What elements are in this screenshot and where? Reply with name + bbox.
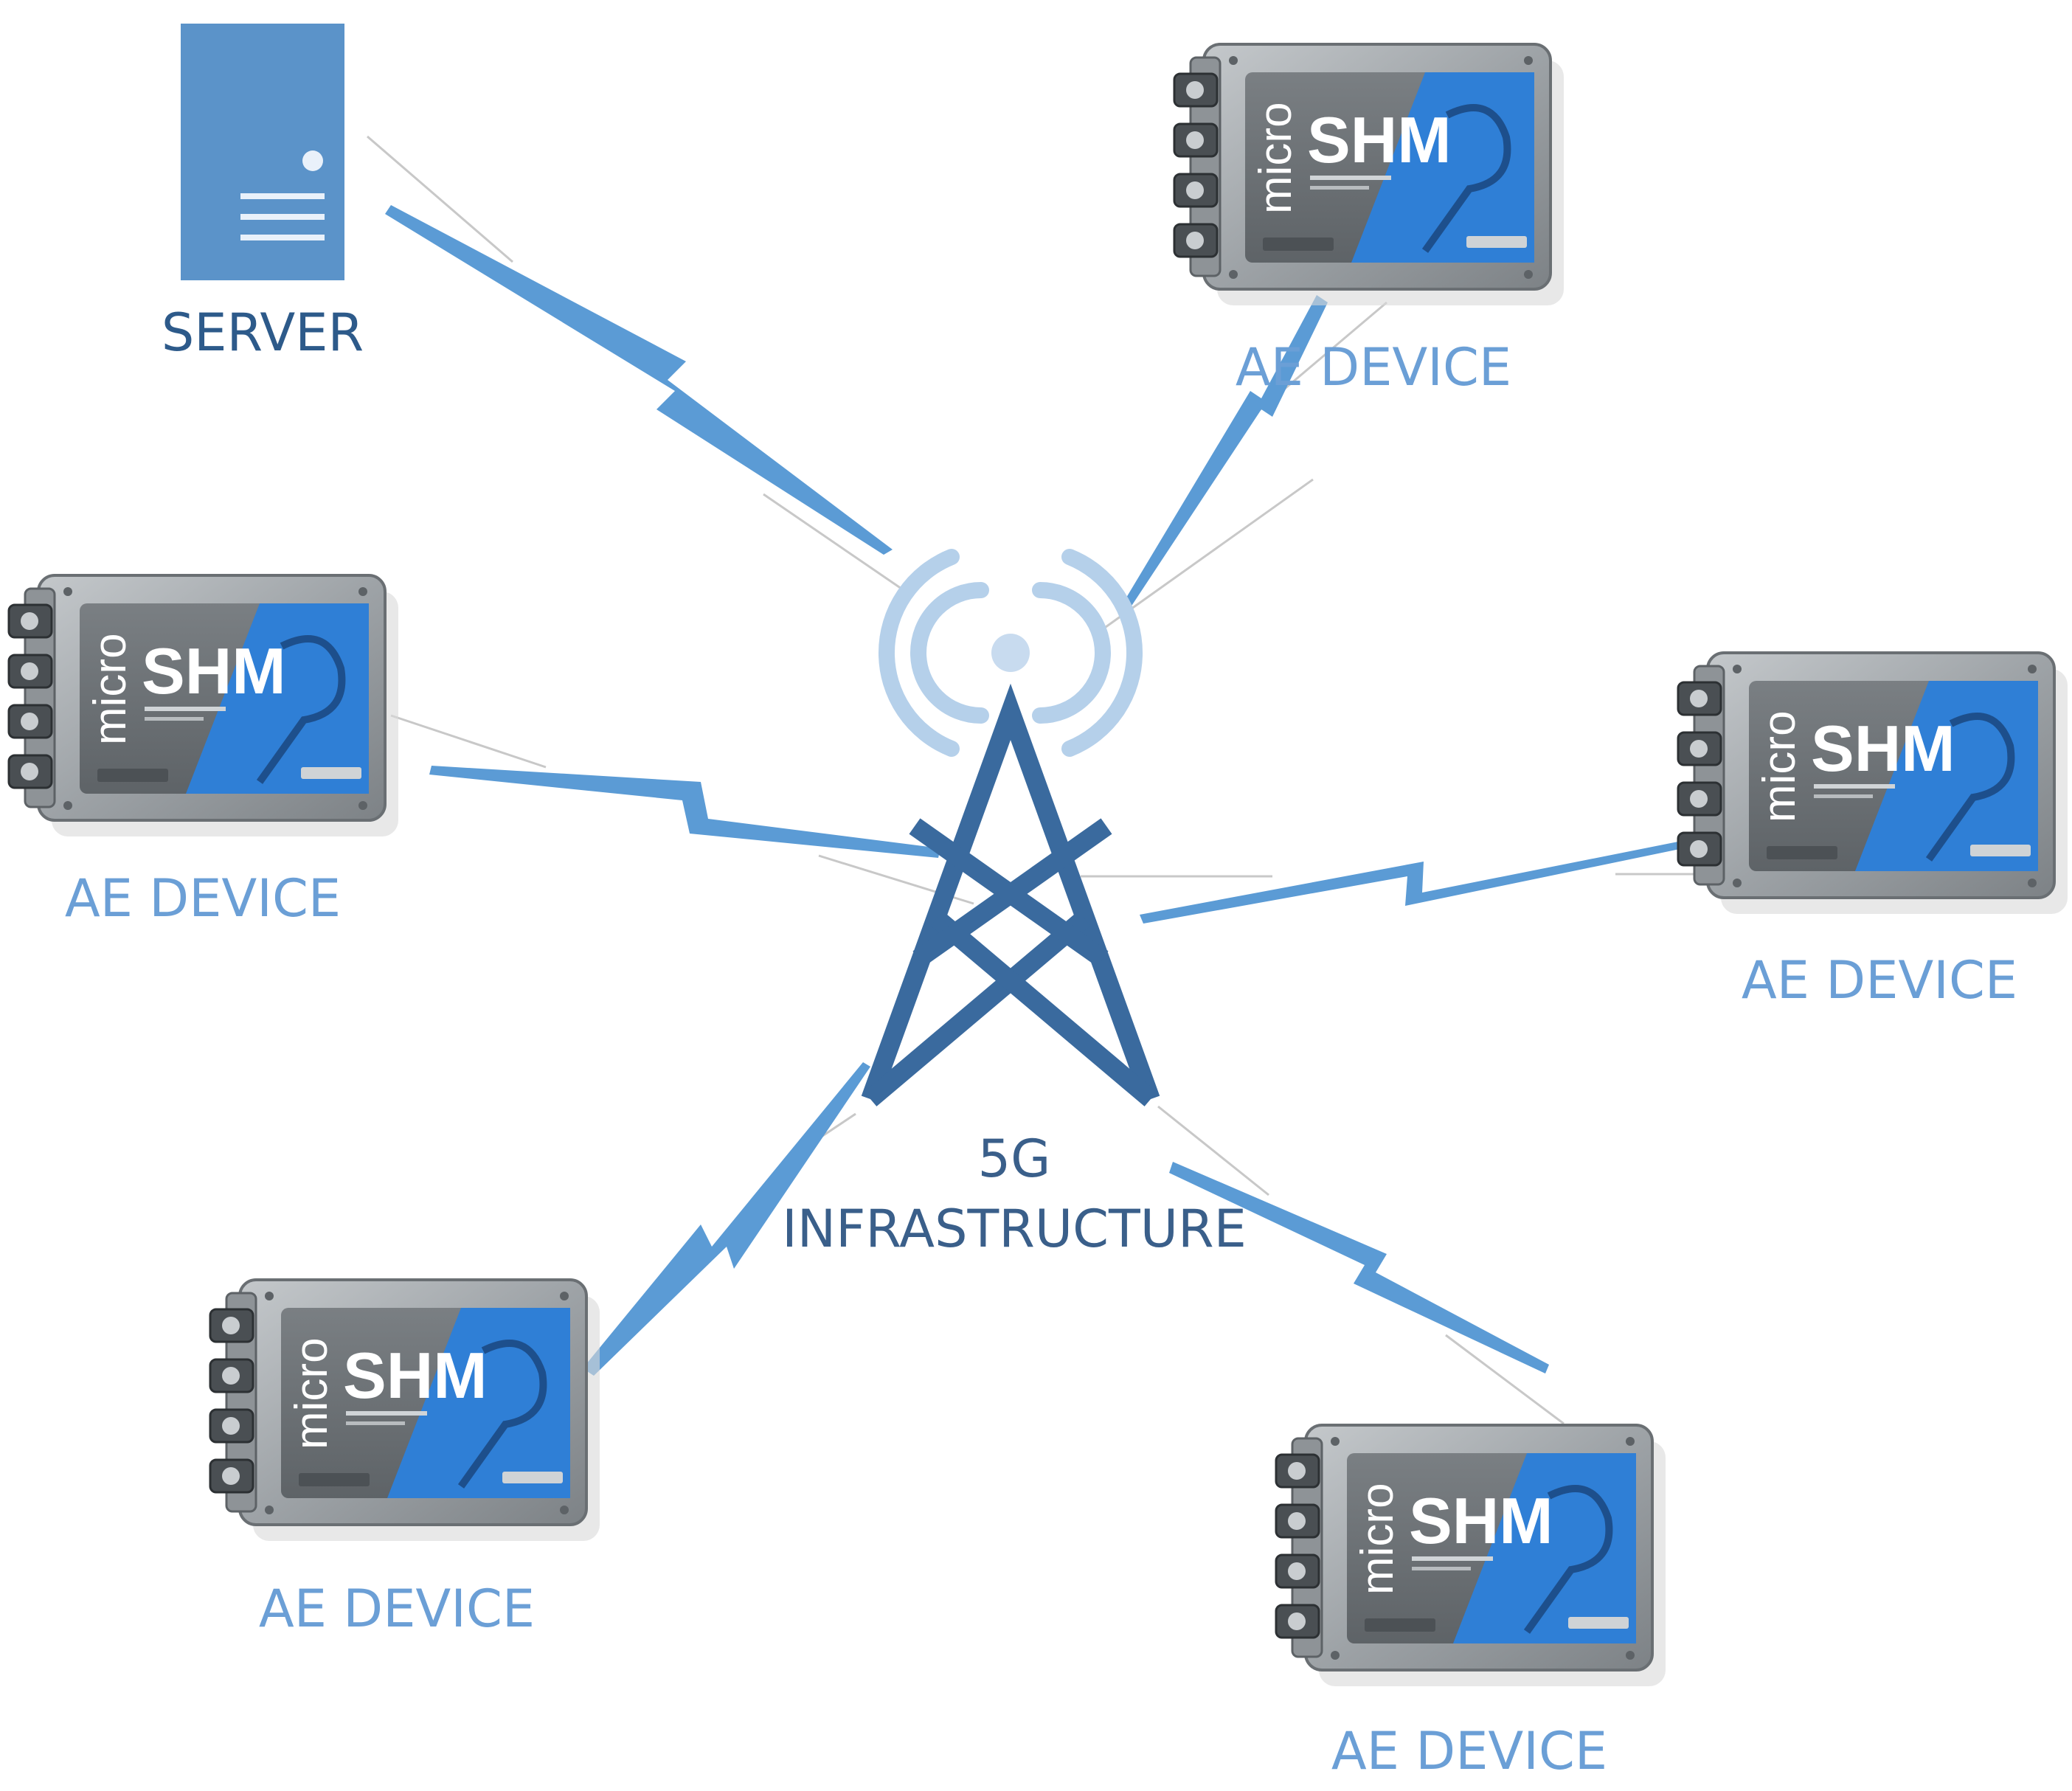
wireless-bolt-mid-right	[1140, 841, 1683, 924]
server-body	[181, 24, 344, 280]
server-led	[302, 150, 323, 171]
ae-device-bottom-left	[210, 1280, 600, 1541]
wireless-bolt-server	[385, 205, 893, 555]
wireless-bolt-bottom-right	[1169, 1162, 1549, 1373]
thin-line	[1445, 1334, 1565, 1425]
server-icon	[181, 24, 344, 280]
cell-tower-icon	[861, 683, 1160, 1106]
thin-line	[390, 714, 547, 769]
signal-waves-icon	[878, 549, 1143, 757]
ae-device-top-right	[1174, 44, 1564, 305]
ae-device-mid-left	[9, 575, 398, 836]
server-label: SERVER	[162, 302, 364, 363]
wireless-bolt-mid-left	[429, 766, 940, 858]
thin-line	[763, 493, 904, 592]
ae-device-bottom-right	[1276, 1425, 1666, 1686]
device-label-mid-right: AE DEVICE	[1742, 950, 2017, 1011]
wireless-bolt-bottom-left	[583, 1062, 870, 1376]
signal-dot	[991, 634, 1030, 672]
hub-label-line2: INFRASTRUCTURE	[782, 1199, 1247, 1259]
device-label-bottom-left: AE DEVICE	[259, 1579, 535, 1639]
wireless-bolt-top-right	[1118, 295, 1328, 616]
device-label-bottom-right: AE DEVICE	[1331, 1721, 1607, 1781]
device-label-top-right: AE DEVICE	[1236, 337, 1511, 398]
thin-line	[1157, 1105, 1269, 1196]
hub-label-line1: 5G	[978, 1129, 1051, 1189]
ae-device-mid-right	[1678, 653, 2068, 914]
device-label-mid-left: AE DEVICE	[65, 868, 341, 929]
wireless-links	[385, 205, 1683, 1376]
thin-line	[367, 135, 513, 263]
